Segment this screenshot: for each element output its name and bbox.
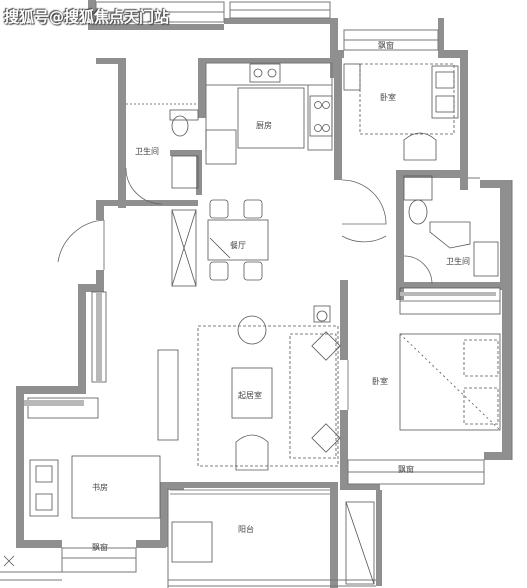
label-bath-left: 卫生间 — [135, 146, 159, 156]
label-study: 书房 — [92, 482, 108, 492]
doors — [57, 167, 433, 495]
label-balcony: 阳台 — [238, 524, 254, 534]
label-kitchen: 厨房 — [256, 120, 272, 130]
walls — [16, 0, 512, 588]
label-bay-bottom: 飘窗 — [92, 542, 108, 552]
furniture — [3, 63, 501, 585]
label-bedroom-top: 卧室 — [380, 92, 396, 102]
wood-trim — [24, 292, 496, 406]
label-bay-right: 飘窗 — [398, 464, 414, 474]
watermark: 搜狐号@搜狐焦点天门站 — [4, 8, 170, 26]
label-dining: 餐厅 — [230, 241, 246, 250]
label-bath-right: 卫生间 — [446, 256, 470, 266]
label-living: 起居室 — [238, 390, 262, 400]
label-bedroom-right: 卧室 — [372, 376, 388, 386]
label-bay-top: 飘窗 — [378, 40, 394, 50]
room-labels: 飘窗 卧室 厨房 卫生间 餐厅 卫生间 起居室 卧室 飘窗 书房 阳台 飘窗 — [92, 40, 470, 552]
